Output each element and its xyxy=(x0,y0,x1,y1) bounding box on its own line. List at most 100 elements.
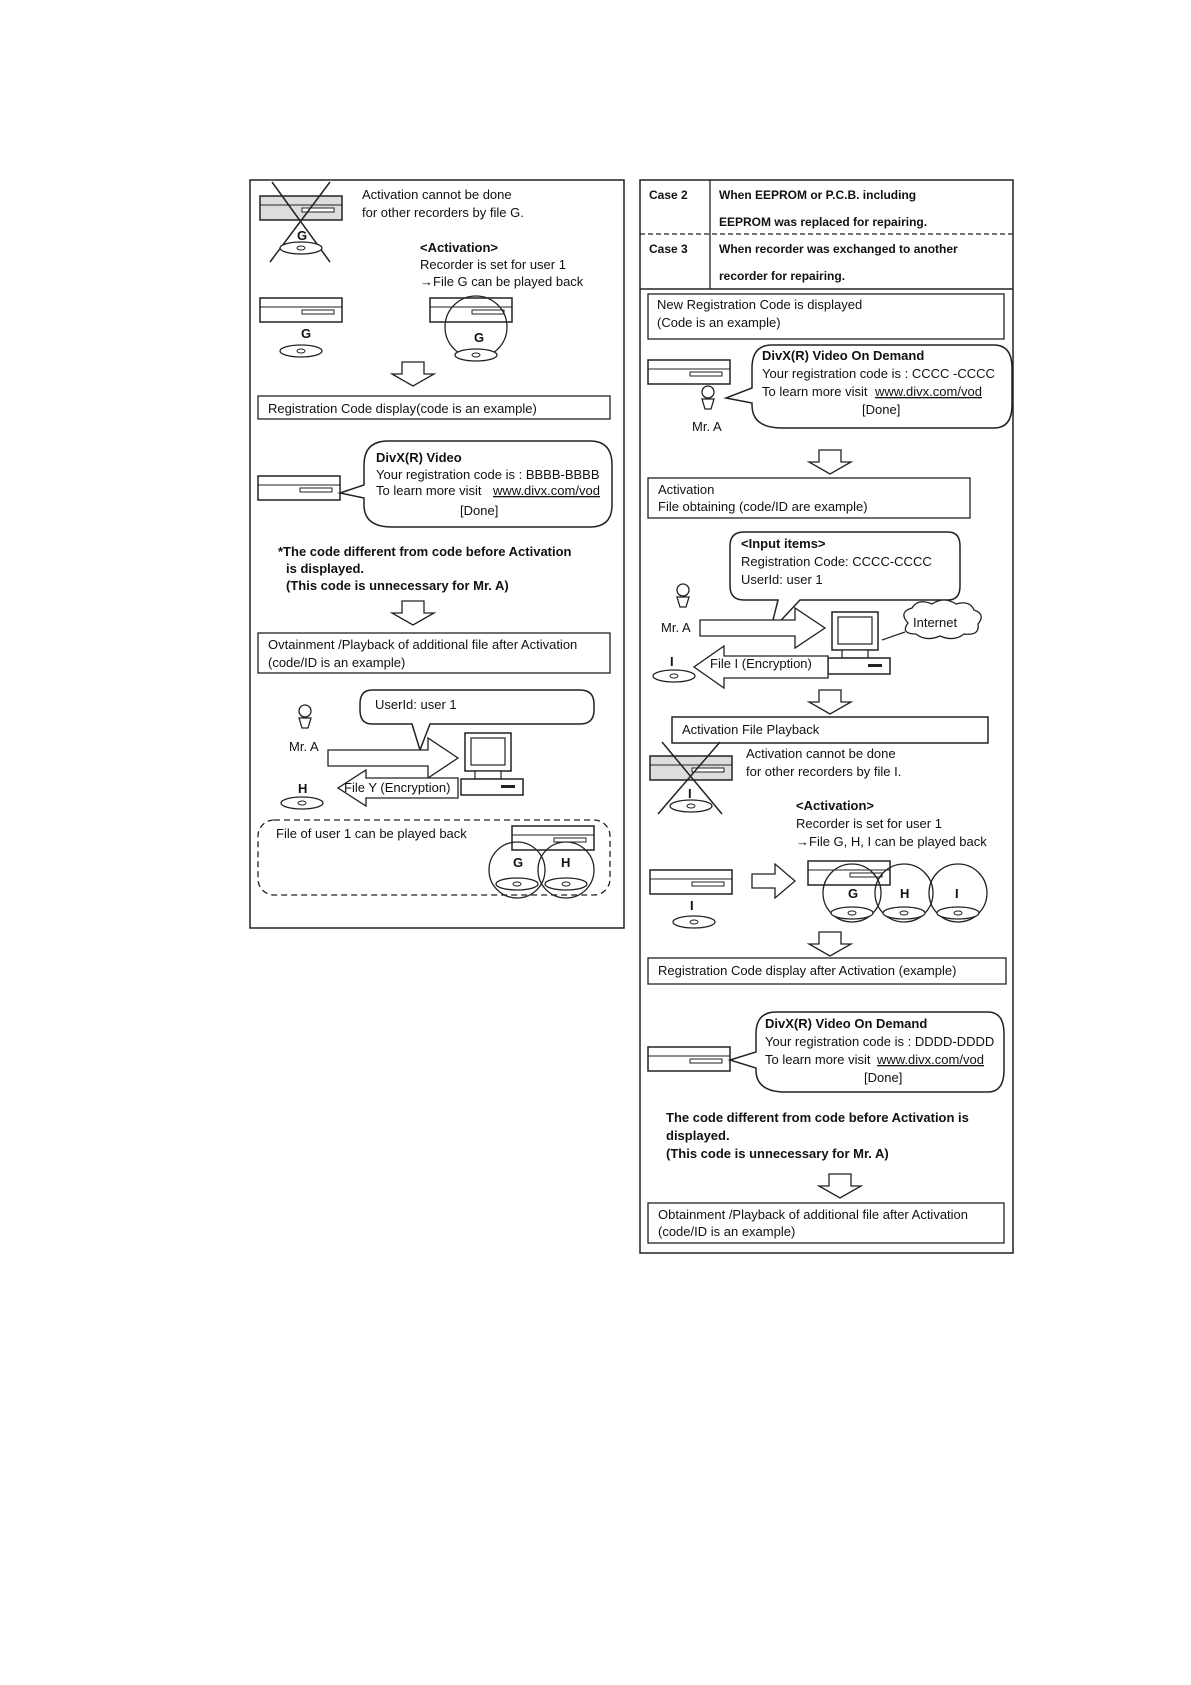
disc-icon xyxy=(496,878,538,890)
recorder-icon xyxy=(430,298,512,322)
activation1-line2: →File G can be played back xyxy=(420,274,584,289)
gh-g-label: G xyxy=(513,855,523,870)
userid-bubble-text: UserId: user 1 xyxy=(375,697,457,712)
right-arrow-icon xyxy=(328,738,458,778)
activation1-line1: Recorder is set for user 1 xyxy=(420,257,566,272)
recorder-icon xyxy=(260,298,342,322)
note1-line2: is displayed. xyxy=(286,561,364,576)
bubble1-done-button[interactable]: [Done] xyxy=(460,503,498,518)
disc-icon xyxy=(281,797,323,809)
pc-icon xyxy=(828,612,890,674)
input-bubble-line2: UserId: user 1 xyxy=(741,572,823,587)
act-playback-box-text: Activation File Playback xyxy=(682,722,820,737)
g-label-2: G xyxy=(301,326,311,341)
case2-label: Case 2 xyxy=(649,188,688,202)
note1-line3: (This code is unnecessary for Mr. A) xyxy=(286,578,509,593)
bubble2-done-button[interactable]: [Done] xyxy=(862,402,900,417)
down-arrow-icon xyxy=(809,932,851,956)
activation-box-line2: File obtaining (code/ID are example) xyxy=(658,499,868,514)
bubble2-line2-prefix: To learn more visit xyxy=(762,384,868,399)
down-arrow-icon xyxy=(392,601,434,625)
i-label-2: I xyxy=(690,898,694,913)
activation1-title: <Activation> xyxy=(420,240,498,255)
g-disc-letter: G xyxy=(297,228,307,243)
obtain-box-line2: (code/ID is an example) xyxy=(268,655,405,670)
pc-icon xyxy=(461,733,523,795)
bubble3-link[interactable]: www.divx.com/vod xyxy=(876,1052,984,1067)
recorder-icon xyxy=(648,1047,730,1071)
disc-icon xyxy=(937,907,979,919)
bubble2-line1: Your registration code is : CCCC -CCCC xyxy=(762,366,995,381)
case3-line2: recorder for repairing. xyxy=(719,269,845,283)
mr-a-label: Mr. A xyxy=(289,739,319,754)
new-reg-box-line1: New Registration Code is displayed xyxy=(657,297,862,312)
disc-icon xyxy=(280,345,322,357)
case2-line2: EEPROM was replaced for repairing. xyxy=(719,215,927,229)
note2-line3: (This code is unnecessary for Mr. A) xyxy=(666,1146,889,1161)
obtain-box-line1: Ovtainment /Playback of additional file … xyxy=(268,637,577,652)
g-label-3: G xyxy=(474,330,484,345)
bubble3-done-button[interactable]: [Done] xyxy=(864,1070,902,1085)
ghi-i-label: I xyxy=(955,886,959,901)
h-label: H xyxy=(298,781,307,796)
internet-label: Internet xyxy=(913,615,957,630)
person-icon xyxy=(299,705,311,728)
file-i-label: File I (Encryption) xyxy=(710,656,812,671)
activation2-line1: Recorder is set for user 1 xyxy=(796,816,942,831)
down-arrow-icon xyxy=(392,362,434,386)
right-arrow-icon xyxy=(700,608,825,648)
new-reg-box-line2: (Code is an example) xyxy=(657,315,781,330)
crossed-recorder-i xyxy=(650,742,732,814)
reg-after-box-text: Registration Code display after Activati… xyxy=(658,963,956,978)
disc-icon xyxy=(653,670,695,682)
playback-note: File of user 1 can be played back xyxy=(276,826,467,841)
down-arrow-icon xyxy=(809,690,851,714)
ghi-g-label: G xyxy=(848,886,858,901)
file-y-label: File Y (Encryption) xyxy=(344,780,450,795)
disc-icon xyxy=(883,907,925,919)
activation-box-line1: Activation xyxy=(658,482,714,497)
disc-icon xyxy=(455,349,497,361)
note1-line1: *The code different from code before Act… xyxy=(278,544,572,559)
recorder-icon xyxy=(650,870,732,894)
down-arrow-icon xyxy=(819,1174,861,1198)
ghi-h-label: H xyxy=(900,886,909,901)
bubble1-line2-prefix: To learn more visit xyxy=(376,483,482,498)
i-label: I xyxy=(670,654,674,669)
case3-label: Case 3 xyxy=(649,242,688,256)
bubble3-line2-prefix: To learn more visit xyxy=(765,1052,871,1067)
note2-line1: The code different from code before Acti… xyxy=(666,1110,969,1125)
recorder-icon xyxy=(648,360,730,384)
activation2-line2: →File G, H, I can be played back xyxy=(796,834,987,849)
bubble1-line1: Your registration code is : BBBB-BBBB xyxy=(376,467,600,482)
person-icon xyxy=(702,386,714,409)
disc-icon xyxy=(673,916,715,928)
bubble1-title: DivX(R) Video xyxy=(376,450,462,465)
i-cross-letter: I xyxy=(688,786,692,801)
obtain-box-2-line2: (code/ID is an example) xyxy=(658,1224,795,1239)
bubble3-title: DivX(R) Video On Demand xyxy=(765,1016,927,1031)
right-arrow-icon xyxy=(752,864,795,898)
disc-icon xyxy=(545,878,587,890)
obtain-box-2-line1: Obtainment /Playback of additional file … xyxy=(658,1207,968,1222)
bubble2-link[interactable]: www.divx.com/vod xyxy=(874,384,982,399)
note2-line2: displayed. xyxy=(666,1128,730,1143)
mr-a-label-1: Mr. A xyxy=(692,419,722,434)
disc-icon xyxy=(831,907,873,919)
g-cross-note-line1: Activation cannot be done xyxy=(362,187,512,202)
case3-line1: When recorder was exchanged to another xyxy=(719,242,958,256)
down-arrow-icon xyxy=(809,450,851,474)
case2-line1: When EEPROM or P.C.B. including xyxy=(719,188,916,202)
bubble3-line1: Your registration code is : DDDD-DDDD xyxy=(765,1034,994,1049)
crossed-recorder-g xyxy=(260,182,342,262)
mr-a-label-2: Mr. A xyxy=(661,620,691,635)
recorder-icon xyxy=(258,476,340,500)
gh-h-label: H xyxy=(561,855,570,870)
bubble2-title: DivX(R) Video On Demand xyxy=(762,348,924,363)
person-icon xyxy=(677,584,689,607)
i-cross-note-line1: Activation cannot be done xyxy=(746,746,896,761)
bubble1-link[interactable]: www.divx.com/vod xyxy=(492,483,600,498)
activation2-title: <Activation> xyxy=(796,798,874,813)
reg-code-box-text: Registration Code display(code is an exa… xyxy=(268,401,537,416)
